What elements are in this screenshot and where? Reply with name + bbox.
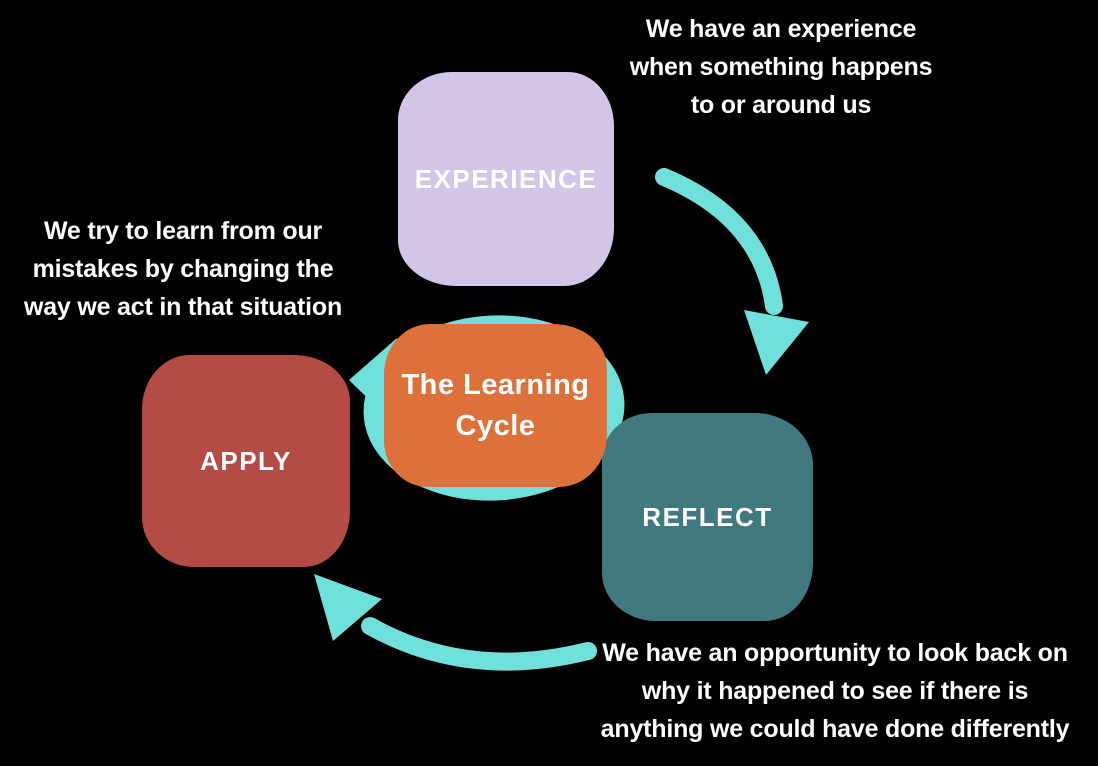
- reflect-note: We have an opportunity to look back on w…: [588, 634, 1082, 748]
- apply-note-line3: way we act in that situation: [23, 293, 343, 321]
- apply-note-line2: mistakes by changing the: [32, 255, 334, 283]
- cycle-title-line1: The Learning: [401, 368, 590, 401]
- experience-note: We have an experience when something hap…: [598, 10, 964, 124]
- cycle-title-line2: Cycle: [455, 409, 536, 442]
- curved-arrow-up-left-icon: [314, 574, 597, 671]
- apply-label: APPLY: [200, 445, 292, 476]
- reflect-label: REFLECT: [642, 501, 773, 532]
- reflect-note-line3: anything we could have done differently: [600, 715, 1070, 743]
- experience-note-line3: to or around us: [690, 91, 872, 119]
- reflect-note-line1: We have an opportunity to look back on: [602, 639, 1068, 667]
- cycle-title-box: The Learning Cycle: [384, 324, 607, 487]
- apply-box: APPLY: [142, 355, 350, 567]
- curved-arrow-down-right-icon: [655, 168, 809, 375]
- apply-note-line1: We try to learn from our: [43, 217, 323, 245]
- reflect-box: REFLECT: [602, 413, 813, 621]
- experience-note-line2: when something happens: [629, 53, 933, 81]
- experience-note-line1: We have an experience: [645, 15, 917, 43]
- apply-note: We try to learn from our mistakes by cha…: [8, 212, 358, 326]
- experience-label: EXPERIENCE: [414, 163, 598, 194]
- experience-box: EXPERIENCE: [398, 72, 614, 286]
- reflect-note-line2: why it happened to see if there is: [641, 677, 1029, 705]
